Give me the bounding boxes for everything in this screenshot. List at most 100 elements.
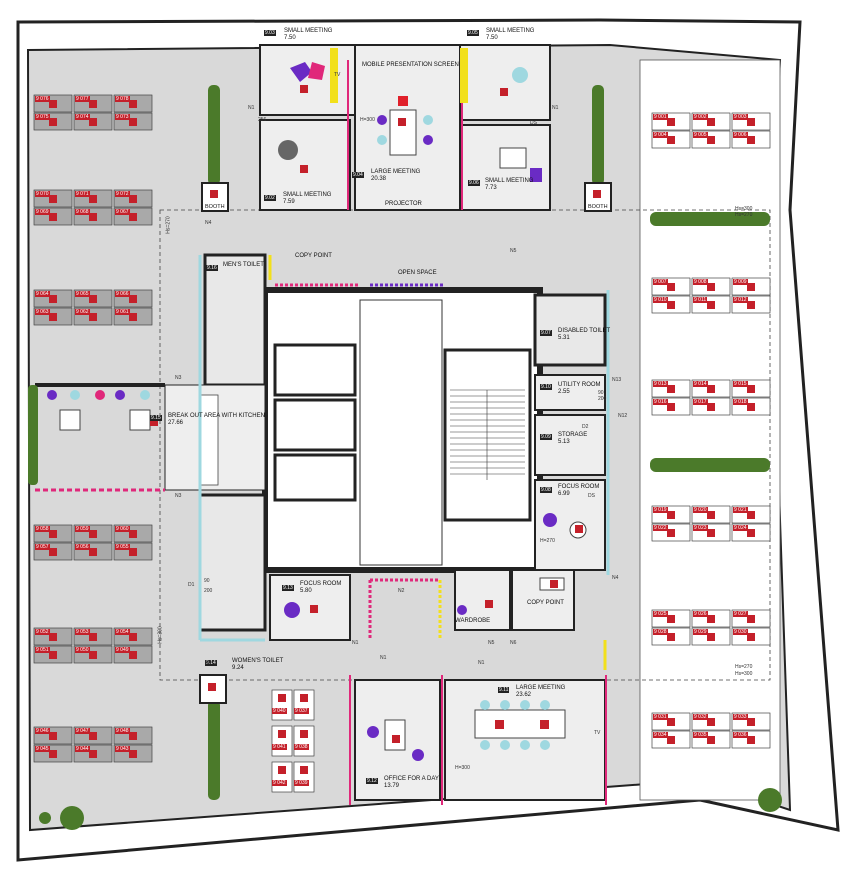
room-area-small-meeting-c: 7.59 [283, 199, 295, 205]
room-number-disabled-toilet: 9.07 [540, 330, 552, 336]
desk-id-9-063: 9 063 [35, 309, 50, 315]
desk-marker [129, 195, 137, 203]
desk-id-9-048: 9 048 [115, 728, 130, 734]
desk-id-9-029: 9 029 [693, 629, 708, 635]
large-meeting-room-top [354, 44, 461, 211]
desk-marker [707, 615, 715, 623]
desk-marker [49, 633, 57, 641]
desk-marker [49, 118, 57, 126]
desk-marker [747, 283, 755, 291]
room-name-small-meeting-d: SMALL MEETING [485, 178, 534, 184]
n1-label-e: N1 [352, 640, 359, 646]
ds-label-b: DS [588, 493, 595, 499]
desk-id-9-055: 9 055 [115, 544, 130, 550]
mens-toilet-room [203, 253, 267, 387]
desk-marker [129, 732, 137, 740]
desk-id-9-057: 9 057 [35, 544, 50, 550]
desk-id-9-059: 9 059 [75, 526, 90, 532]
desk-id-9-026: 9 026 [693, 611, 708, 617]
room-area-small-meeting-b: 7.50 [486, 35, 498, 41]
desk-id-9-041: 9 041 [272, 744, 287, 750]
desk-marker [667, 736, 675, 744]
room-area-large-meeting-bottom: 23.62 [516, 692, 532, 698]
mobile-screen-label: MOBILE PRESENTATION SCREEN [362, 62, 459, 68]
room-number-large-meeting-top: 9.04 [352, 172, 364, 178]
desk-id-9-009: 9 009 [733, 279, 748, 285]
desk-id-9-052: 9 052 [35, 629, 50, 635]
n4-label-b: N4 [205, 660, 212, 666]
central-lobby [359, 299, 443, 566]
room-area-breakout: 27.66 [168, 420, 184, 426]
storage-room [534, 414, 606, 476]
desk-id-9-040: 9 040 [272, 708, 287, 714]
room-name-mens-toilet: MEN'S TOILET [223, 262, 264, 268]
desk-marker [747, 301, 755, 309]
desk-id-9-004: 9 004 [653, 132, 668, 138]
h300-label-b: H=300 [455, 765, 470, 771]
room-name-small-meeting-b: SMALL MEETING [486, 28, 535, 34]
desk-id-9-022: 9 022 [653, 525, 668, 531]
desk-id-9-074: 9 074 [75, 114, 90, 120]
dim-90-b: 90 [204, 578, 210, 584]
desk-marker [707, 283, 715, 291]
room-area-focus-left: 5.80 [300, 588, 312, 594]
desk-marker [89, 213, 97, 221]
desk-id-9-061: 9 061 [115, 309, 130, 315]
desk-marker [129, 213, 137, 221]
desk-id-9-073: 9 073 [115, 114, 130, 120]
desk-id-9-027: 9 027 [733, 611, 748, 617]
h270-label: H=270 [540, 538, 555, 544]
desk-marker [129, 100, 137, 108]
room-name-womens-toilet: WOMEN'S TOILET [232, 658, 284, 664]
desk-marker [747, 136, 755, 144]
desk-marker [707, 633, 715, 641]
desk-id-9-066: 9 066 [115, 291, 130, 297]
booth-left-label: BOOTH [205, 204, 225, 210]
n5-label-a: N5 [510, 248, 517, 254]
tv-label-b: TV [594, 730, 601, 736]
desk-id-9-008: 9 008 [693, 279, 708, 285]
desk-marker [49, 732, 57, 740]
desk-id-9-019: 9 019 [653, 507, 668, 513]
room-name-utility: UTILITY ROOM [558, 382, 601, 388]
dim-200-b: 200 [204, 588, 213, 594]
desk-marker [747, 385, 755, 393]
room-name-office-for-a-day: OFFICE FOR A DAY [384, 776, 439, 782]
desk-id-9-051: 9 051 [35, 647, 50, 653]
desk-marker [667, 385, 675, 393]
desk-marker [278, 694, 286, 702]
n1-label-b: N1 [552, 105, 559, 111]
n2-label: N2 [398, 588, 405, 594]
desk-marker [129, 530, 137, 538]
desk-marker [747, 403, 755, 411]
desk-id-9-036: 9 036 [733, 732, 748, 738]
hs-bottom-right-2: Hs=300 [735, 671, 753, 677]
dim-256: 256 [258, 117, 267, 123]
desk-marker [667, 301, 675, 309]
n6-label: N6 [510, 640, 517, 646]
desk-marker [49, 750, 57, 758]
desk-id-9-016: 9 016 [653, 399, 668, 405]
desk-id-9-014: 9 014 [693, 381, 708, 387]
desk-id-9-025: 9 025 [653, 611, 668, 617]
desk-marker [667, 136, 675, 144]
desk-marker [747, 118, 755, 126]
desk-marker [89, 633, 97, 641]
desk-id-9-046: 9 046 [35, 728, 50, 734]
room-number-breakout: 9.15 [150, 415, 162, 421]
desk-id-9-042: 9 042 [272, 780, 287, 786]
utility-room [534, 374, 606, 411]
room-name-large-meeting-top: LARGE MEETING [371, 169, 421, 175]
desk-marker [747, 529, 755, 537]
lift-shaft-2 [273, 398, 357, 452]
desk-id-9-058: 9 058 [35, 526, 50, 532]
desk-id-9-011: 9 011 [693, 297, 708, 303]
desk-marker [707, 511, 715, 519]
desk-id-9-002: 9 002 [693, 114, 708, 120]
kitchen-counter [199, 394, 219, 486]
room-area-utility: 2.55 [558, 389, 570, 395]
room-number-small-meeting-d: 9.06 [468, 180, 480, 186]
booth-right-box [584, 182, 612, 212]
dim-200: 200 [598, 396, 607, 402]
room-number-office-for-a-day: 9.12 [366, 778, 378, 784]
